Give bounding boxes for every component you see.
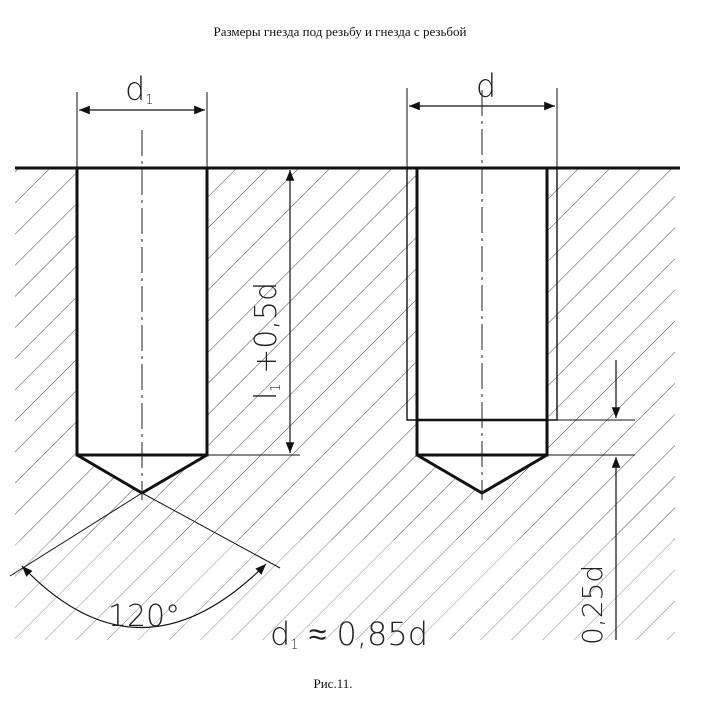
formula-lhs: d bbox=[270, 615, 290, 653]
formula-rhs: ≈ 0,85d bbox=[299, 615, 428, 653]
depth-label-prefix: l bbox=[249, 392, 284, 400]
left-hole bbox=[75, 130, 209, 500]
d1-label: d bbox=[125, 70, 145, 108]
svg-text:d1 ≈ 0,85d: d1 ≈ 0,85d bbox=[270, 615, 428, 653]
right-hole bbox=[406, 90, 558, 500]
dimension-depth: l1 +0,5d bbox=[207, 170, 300, 456]
thread-offset-label: 0,25d bbox=[576, 565, 609, 645]
diagram-title: Размеры гнезда под резьбу и гнезда с рез… bbox=[213, 24, 466, 39]
hatched-material bbox=[0, 168, 705, 650]
dimension-angle: 120° bbox=[9, 492, 281, 634]
dimension-d: d bbox=[406, 67, 558, 168]
dimension-thread-offset: 0,25d bbox=[547, 360, 635, 645]
dimension-d1: d1 bbox=[76, 70, 208, 168]
svg-text:l1 +0,5d: l1 +0,5d bbox=[249, 282, 284, 400]
svg-text:d1: d1 bbox=[125, 70, 154, 108]
angle-label: 120° bbox=[108, 599, 180, 634]
d-label: d bbox=[476, 67, 496, 105]
figure-caption: Рис.11. bbox=[314, 676, 353, 691]
